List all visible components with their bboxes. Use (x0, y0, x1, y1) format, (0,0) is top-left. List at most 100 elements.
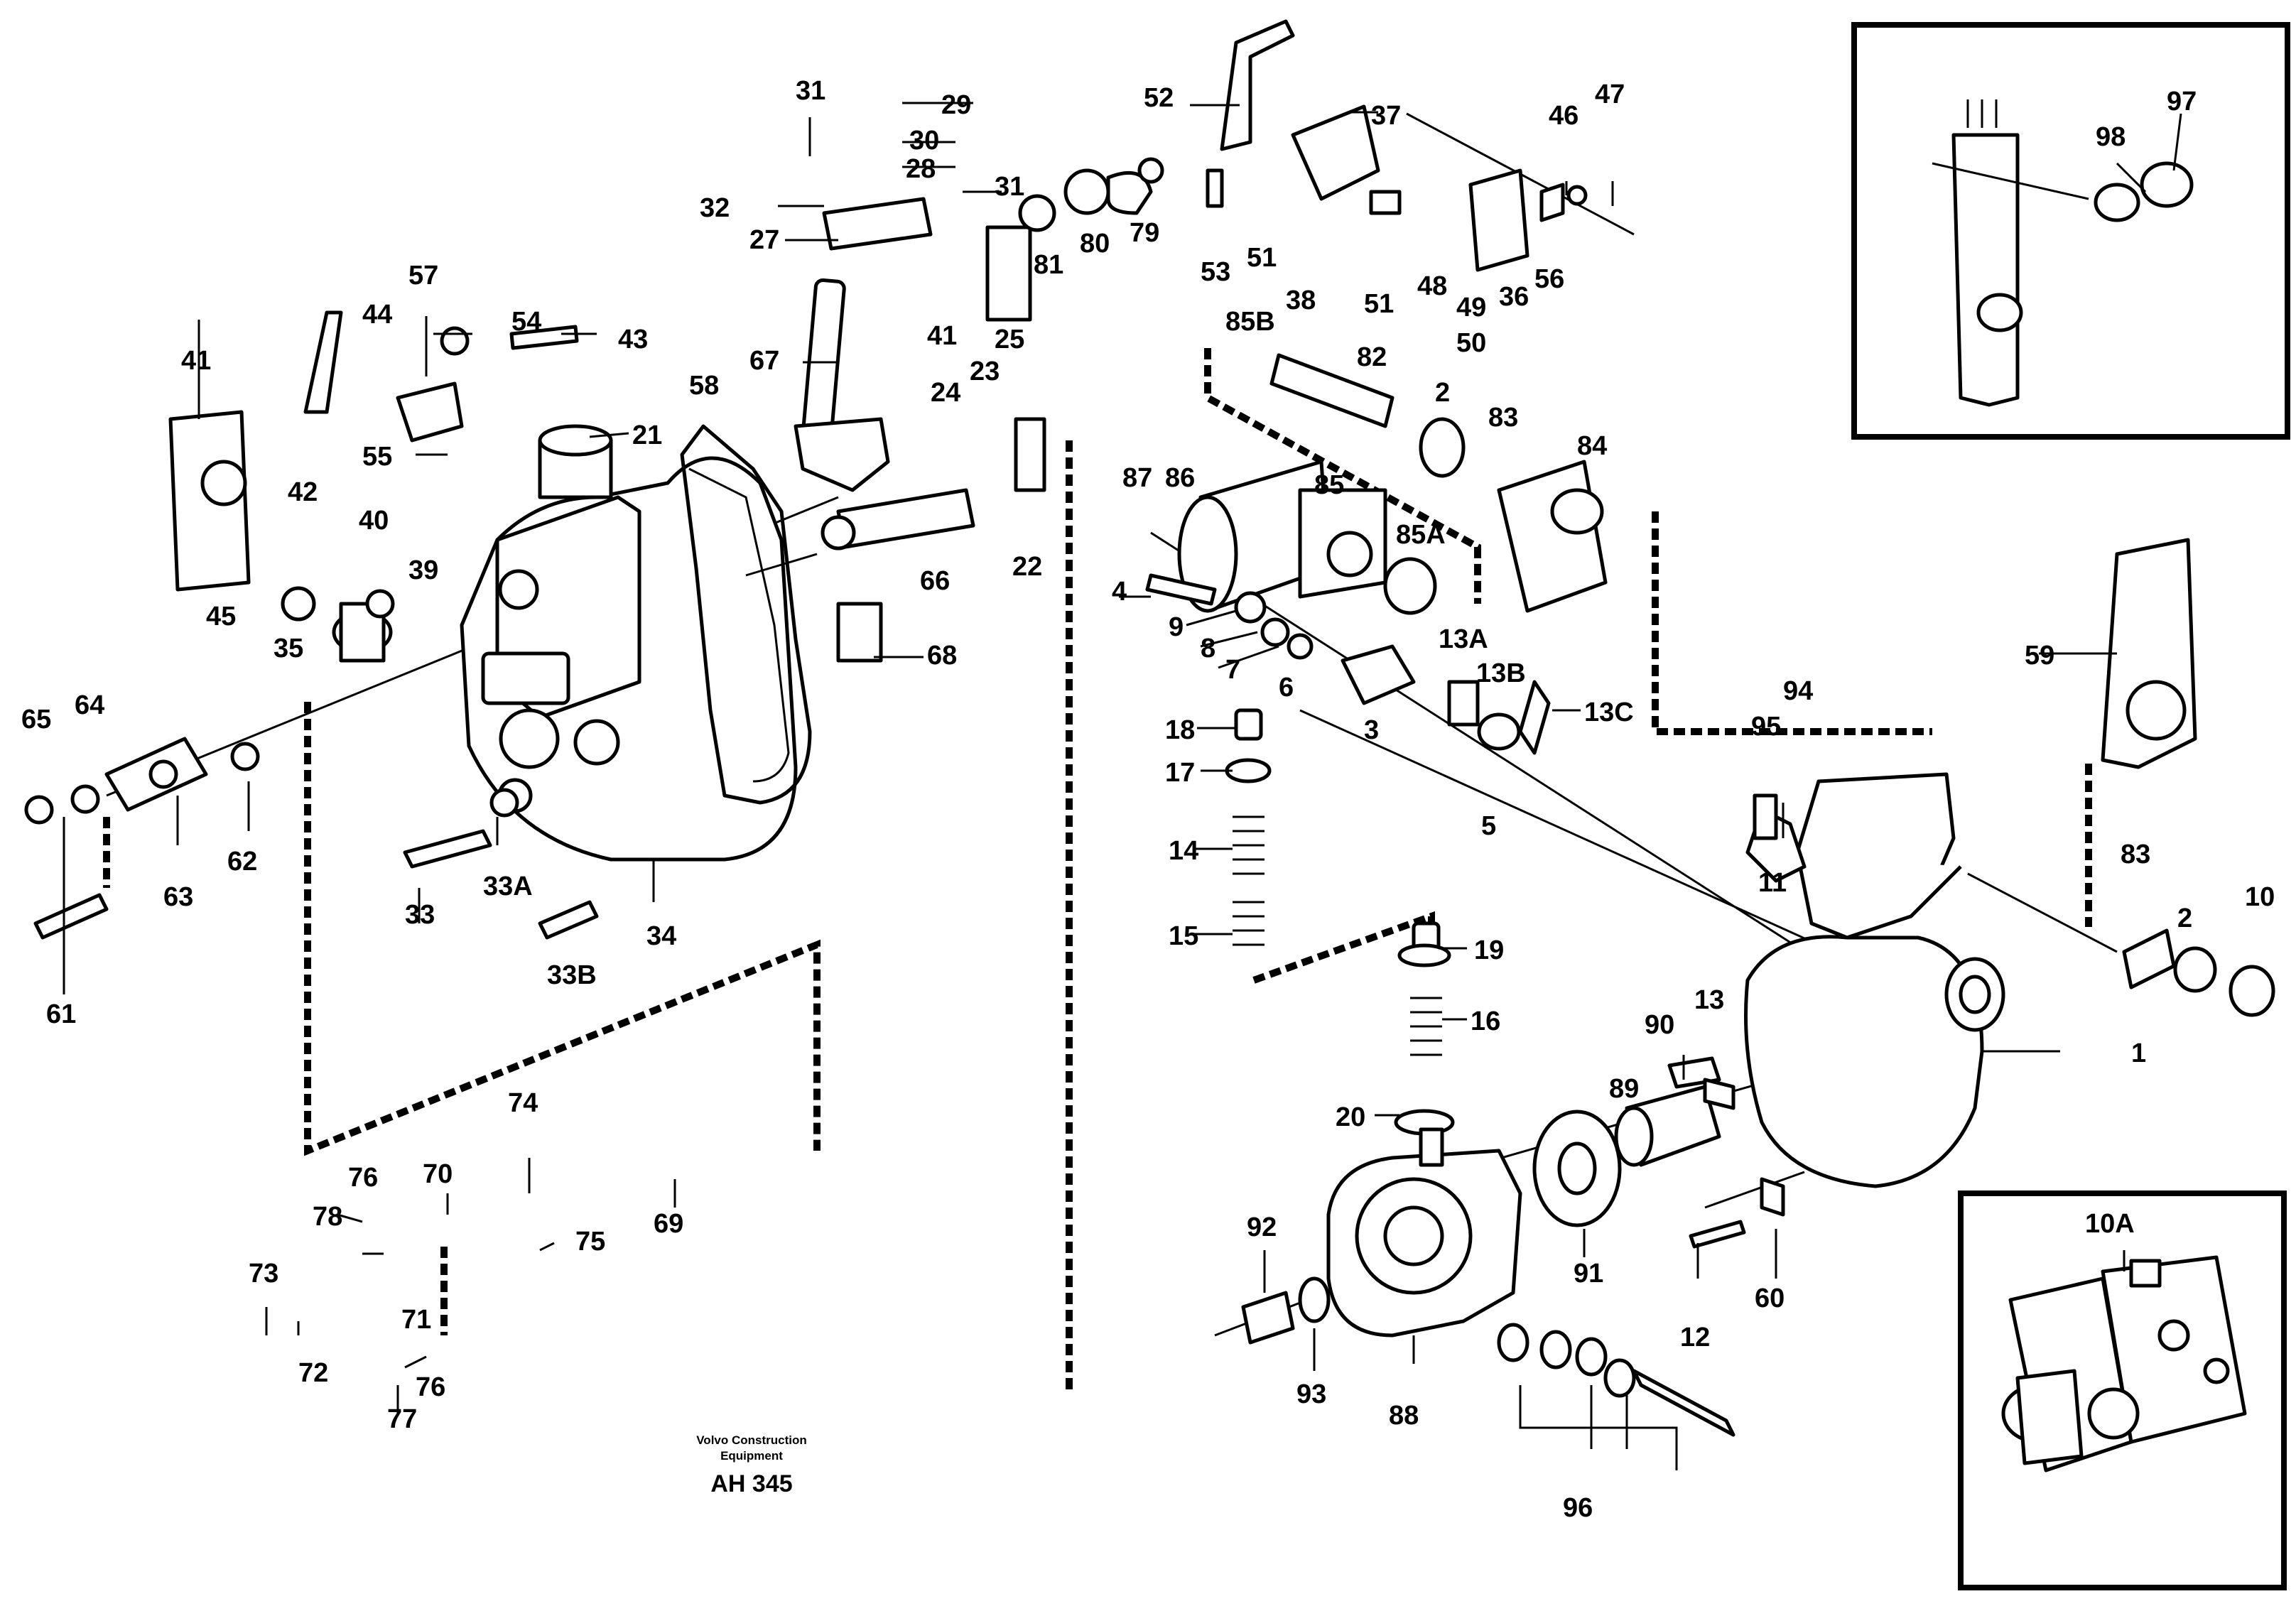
callout-13b: 13B (1476, 658, 1526, 688)
callout-51: 51 (1247, 243, 1277, 273)
callout-70: 70 (423, 1159, 453, 1189)
callout-51-b: 51 (1364, 289, 1394, 319)
callout-79: 79 (1130, 218, 1159, 248)
callout-85: 85 (1314, 470, 1344, 500)
callout-84: 84 (1577, 431, 1607, 461)
callout-92: 92 (1247, 1213, 1277, 1242)
callout-22: 22 (1012, 552, 1042, 582)
callout-93: 93 (1296, 1379, 1326, 1409)
callout-85a: 85A (1396, 520, 1446, 550)
callout-57: 57 (408, 261, 438, 291)
callout-24: 24 (931, 378, 960, 408)
callout-80: 80 (1080, 229, 1110, 259)
callout-98: 98 (2096, 122, 2126, 152)
callout-87: 87 (1122, 463, 1152, 493)
callout-83-right: 83 (2121, 840, 2150, 869)
callout-11: 11 (1758, 868, 1787, 898)
callout-14: 14 (1169, 836, 1198, 866)
callout-32: 32 (700, 193, 730, 223)
callout-35: 35 (274, 634, 303, 663)
callout-33: 33 (405, 900, 435, 930)
callout-61: 61 (46, 999, 76, 1029)
callout-3: 3 (1364, 715, 1379, 745)
callout-19: 19 (1474, 935, 1504, 965)
assembly-guide-lines (103, 348, 2092, 1392)
callout-2: 2 (1435, 378, 1450, 408)
callout-27: 27 (749, 225, 779, 255)
callout-40: 40 (359, 506, 389, 536)
publisher-block: Volvo Construction Equipment AH 345 (696, 1433, 807, 1497)
callout-53: 53 (1201, 257, 1230, 287)
callout-94: 94 (1783, 676, 1813, 706)
callout-76-b: 76 (416, 1372, 445, 1402)
callout-47: 47 (1595, 80, 1625, 109)
callout-21: 21 (632, 421, 662, 450)
callout-90: 90 (1645, 1010, 1674, 1040)
callout-7: 7 (1225, 655, 1240, 685)
callout-41: 41 (181, 346, 211, 376)
callout-56: 56 (1534, 264, 1564, 294)
callout-60: 60 (1755, 1284, 1785, 1313)
callout-85b: 85B (1225, 307, 1275, 337)
callout-74: 74 (508, 1088, 538, 1118)
callout-78: 78 (313, 1202, 342, 1232)
callout-45: 45 (206, 602, 236, 631)
callout-36: 36 (1499, 282, 1529, 312)
drawing-code: AH 345 (710, 1470, 792, 1497)
callout-71: 71 (401, 1305, 431, 1335)
pump-housing (1744, 772, 2005, 1188)
callout-95: 95 (1751, 712, 1781, 742)
callout-5: 5 (1481, 811, 1496, 841)
callout-44: 44 (362, 300, 392, 330)
lever-bracket-assembly (794, 157, 1164, 663)
governor-cover-housing (460, 424, 798, 862)
callout-17: 17 (1165, 758, 1195, 788)
publisher-line-1: Volvo Construction (696, 1433, 807, 1447)
callout-69: 69 (654, 1209, 683, 1239)
callout-81: 81 (1034, 250, 1063, 280)
callout-31: 31 (796, 76, 825, 106)
callout-38: 38 (1286, 286, 1316, 315)
callout-18: 18 (1165, 715, 1195, 745)
callout-29: 29 (941, 90, 971, 120)
leader-lines (63, 102, 2182, 1470)
callout-13: 13 (1694, 985, 1724, 1015)
drive-shaft-parts (1532, 1056, 1785, 1249)
governor-linkage-parts (1206, 19, 1608, 613)
callout-42: 42 (288, 477, 318, 507)
callout-48: 48 (1417, 271, 1447, 301)
callout-20: 20 (1336, 1102, 1365, 1132)
callout-62: 62 (227, 847, 257, 877)
solenoid-and-regulator (1145, 460, 1551, 755)
inset-detail-top (1851, 22, 2290, 440)
callout-58: 58 (689, 371, 719, 401)
callout-13a: 13A (1439, 624, 1488, 654)
callout-82: 82 (1357, 342, 1387, 372)
callout-10a: 10A (2085, 1209, 2135, 1239)
callout-25: 25 (995, 325, 1024, 354)
inset-detail-bottom (1958, 1190, 2287, 1590)
callout-64: 64 (75, 690, 104, 720)
callout-49: 49 (1456, 293, 1486, 322)
callout-52: 52 (1144, 83, 1174, 113)
callout-54: 54 (511, 307, 541, 337)
callout-34: 34 (646, 921, 676, 951)
cover-gasket (680, 424, 812, 805)
callout-12: 12 (1680, 1323, 1710, 1352)
callout-9: 9 (1169, 612, 1184, 642)
callout-4: 4 (1112, 577, 1127, 607)
callout-6: 6 (1279, 673, 1294, 703)
callout-96: 96 (1563, 1493, 1593, 1523)
publisher-line-2: Equipment (720, 1449, 783, 1463)
callout-59: 59 (2025, 641, 2054, 671)
callout-66: 66 (920, 566, 950, 596)
callout-73: 73 (249, 1259, 278, 1289)
callout-2-right: 2 (2177, 904, 2192, 933)
callout-65: 65 (21, 705, 51, 734)
callout-33b: 33B (547, 960, 597, 990)
callout-72: 72 (298, 1358, 328, 1388)
callout-91: 91 (1574, 1259, 1603, 1289)
callout-37: 37 (1371, 101, 1401, 131)
